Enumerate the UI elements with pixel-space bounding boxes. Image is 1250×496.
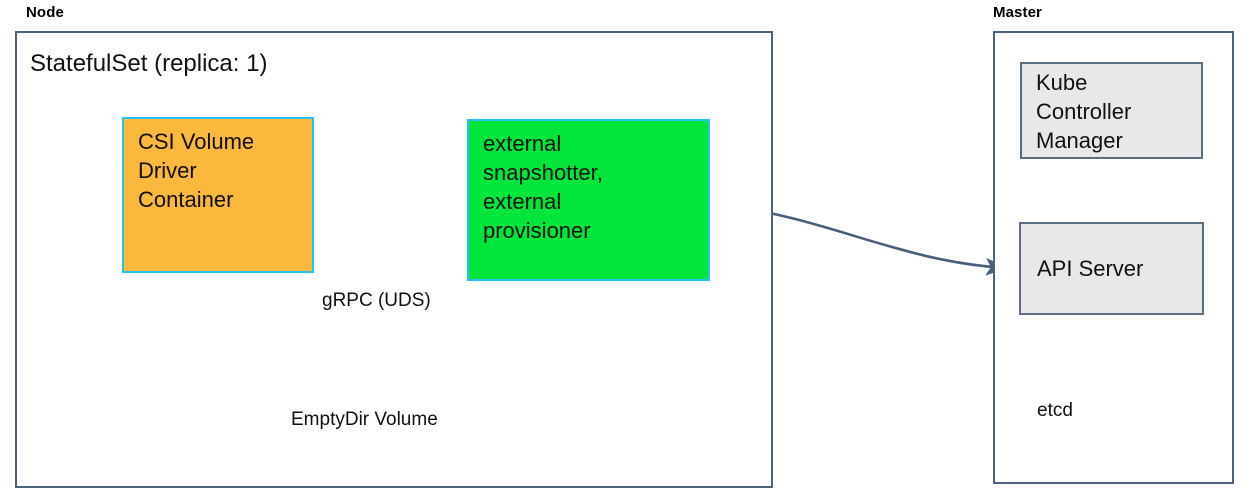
kube-controller-manager-box[interactable]: Kube Controller Manager	[1020, 62, 1203, 159]
kcm-line-1: Kube	[1036, 70, 1088, 95]
sidecar-line-4: provisioner	[483, 218, 591, 244]
external-sidecars-box[interactable]: external snapshotter, external provision…	[467, 119, 710, 281]
grpc-uds-label: gRPC (UDS)	[322, 290, 431, 311]
etcd-label: etcd	[1037, 400, 1073, 421]
emptydir-volume-label: EmptyDir Volume	[291, 409, 438, 430]
api-server-box[interactable]: API Server	[1019, 222, 1204, 315]
master-group-label: Master	[993, 4, 1042, 21]
api-server-label: API Server	[1037, 255, 1144, 281]
csi-volume-driver-container-box[interactable]: CSI Volume Driver Container	[122, 117, 314, 273]
sidecar-line-2: snapshotter,	[483, 160, 603, 186]
csi-driver-line-2: Driver	[138, 158, 197, 184]
csi-driver-line-1: CSI Volume	[138, 129, 255, 154]
sidecar-line-1: external	[483, 131, 562, 156]
statefulset-title: StatefulSet (replica: 1)	[30, 50, 268, 77]
sidecar-line-3: external	[483, 189, 562, 215]
node-group-label: Node	[26, 4, 64, 21]
kcm-line-2: Controller	[1036, 99, 1132, 125]
kcm-line-3: Manager	[1036, 128, 1123, 154]
csi-driver-line-3: Container	[138, 187, 234, 213]
